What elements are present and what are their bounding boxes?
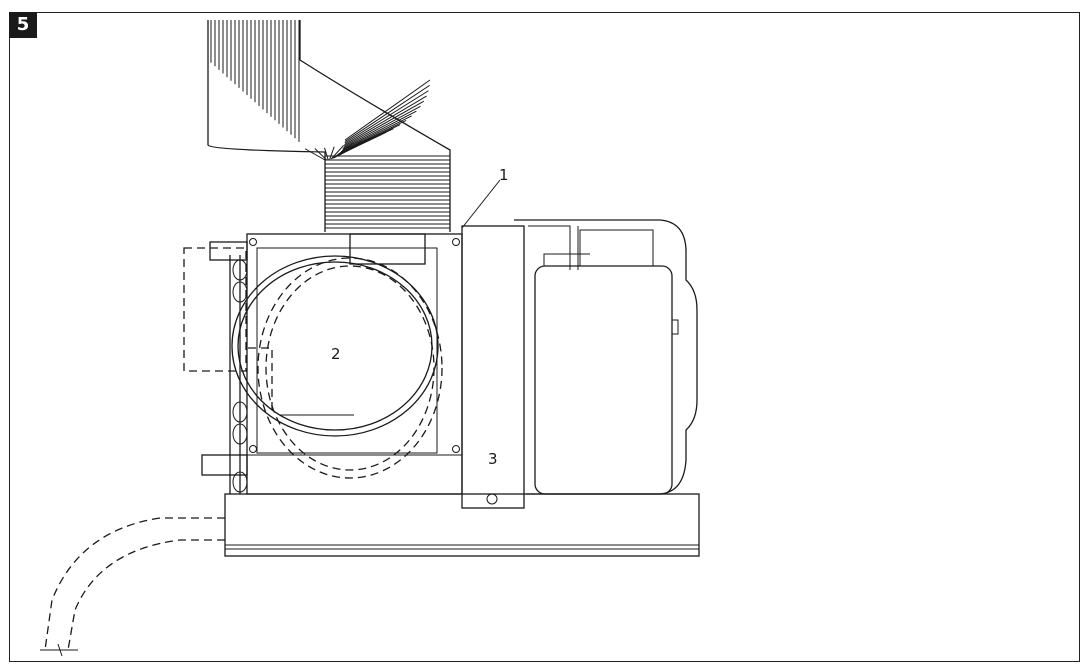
compressor-unit [514,219,698,495]
fan-wheel [231,255,443,479]
callout-2: 2 [331,345,341,363]
coil-tubes [201,241,248,494]
callout-1-leader [461,179,501,229]
figure-number-badge: 5 [9,12,37,38]
flexible-air-hose [207,20,451,232]
drain-hose [40,517,225,657]
callout-1: 1 [499,166,509,184]
control-box-outline [183,247,247,372]
callout-3: 3 [488,450,498,468]
figure-frame [9,12,1080,662]
